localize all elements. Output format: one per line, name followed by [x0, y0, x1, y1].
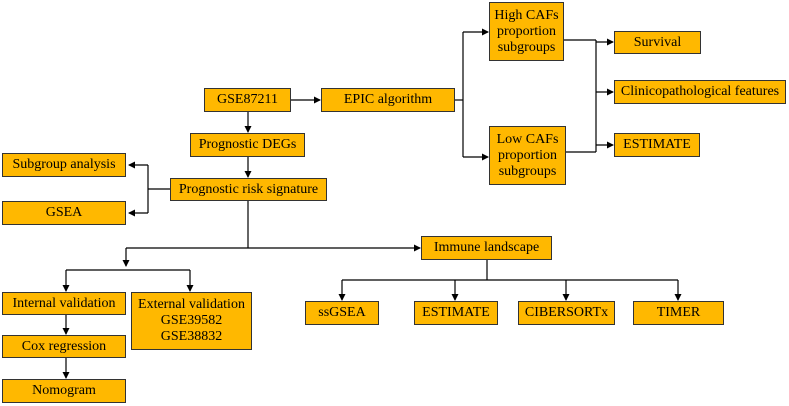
node-internal-validation-label: Internal validation	[12, 295, 116, 311]
node-cibersortx-label: CIBERSORTx	[524, 305, 609, 320]
node-clinicopathological-label: Clinicopathological features	[620, 84, 780, 99]
node-low-cafs-line3: subgroups	[498, 163, 557, 179]
node-estimate-bottom: ESTIMATE	[414, 301, 498, 325]
node-high-cafs-subgroups: High CAFs proportion subgroups	[489, 2, 564, 61]
node-estimate-bottom-label: ESTIMATE	[422, 305, 490, 320]
node-epic-algorithm-label: EPIC algorithm	[343, 92, 433, 107]
node-low-cafs-line2: proportion	[497, 147, 558, 163]
node-ssgsea-label: ssGSEA	[318, 305, 366, 320]
node-high-cafs-line1: High CAFs	[494, 7, 559, 23]
node-nomogram-label: Nomogram	[32, 383, 96, 398]
node-subgroup-analysis-label: Subgroup analysis	[12, 157, 116, 172]
node-survival: Survival	[614, 31, 701, 54]
node-subgroup-analysis: Subgroup analysis	[2, 153, 126, 177]
node-external-validation-line2: GSE39582	[160, 313, 223, 328]
node-high-cafs-line3: subgroups	[497, 39, 556, 55]
node-cox-regression-label: Cox regression	[21, 338, 107, 354]
node-low-cafs-subgroups: Low CAFs proportion subgroups	[489, 126, 566, 185]
node-timer: TIMER	[633, 301, 724, 325]
node-immune-landscape-label: Immune landscape	[433, 240, 540, 255]
node-cox-regression: Cox regression	[2, 335, 126, 358]
node-survival-label: Survival	[633, 34, 682, 50]
node-prognostic-degs-label: Prognostic DEGs	[198, 137, 297, 152]
node-epic-algorithm: EPIC algorithm	[321, 88, 455, 112]
node-gse87211-label: GSE87211	[217, 92, 278, 107]
node-external-validation-line3: GSE38832	[160, 329, 223, 344]
node-immune-landscape: Immune landscape	[421, 236, 552, 260]
node-timer-label: TIMER	[656, 305, 701, 320]
node-prognostic-degs: Prognostic DEGs	[190, 133, 305, 157]
node-nomogram: Nomogram	[2, 379, 126, 403]
node-low-cafs-line1: Low CAFs	[496, 131, 559, 147]
node-gsea: GSEA	[2, 201, 126, 225]
node-clinicopathological-features: Clinicopathological features	[614, 80, 786, 104]
node-external-validation: External validation GSE39582 GSE38832	[131, 292, 252, 350]
node-gsea-label: GSEA	[45, 205, 83, 220]
node-gse87211: GSE87211	[204, 88, 291, 112]
node-cibersortx: CIBERSORTx	[518, 301, 615, 325]
node-high-cafs-line2: proportion	[496, 23, 557, 39]
node-ssgsea: ssGSEA	[305, 301, 379, 325]
node-internal-validation: Internal validation	[2, 292, 126, 315]
node-external-validation-line1: External validation	[138, 297, 245, 312]
node-estimate-top-label: ESTIMATE	[623, 137, 691, 152]
node-prognostic-risk-signature: Prognostic risk signature	[170, 178, 327, 201]
node-risk-signature-label: Prognostic risk signature	[178, 181, 319, 197]
node-estimate-top: ESTIMATE	[614, 133, 700, 157]
